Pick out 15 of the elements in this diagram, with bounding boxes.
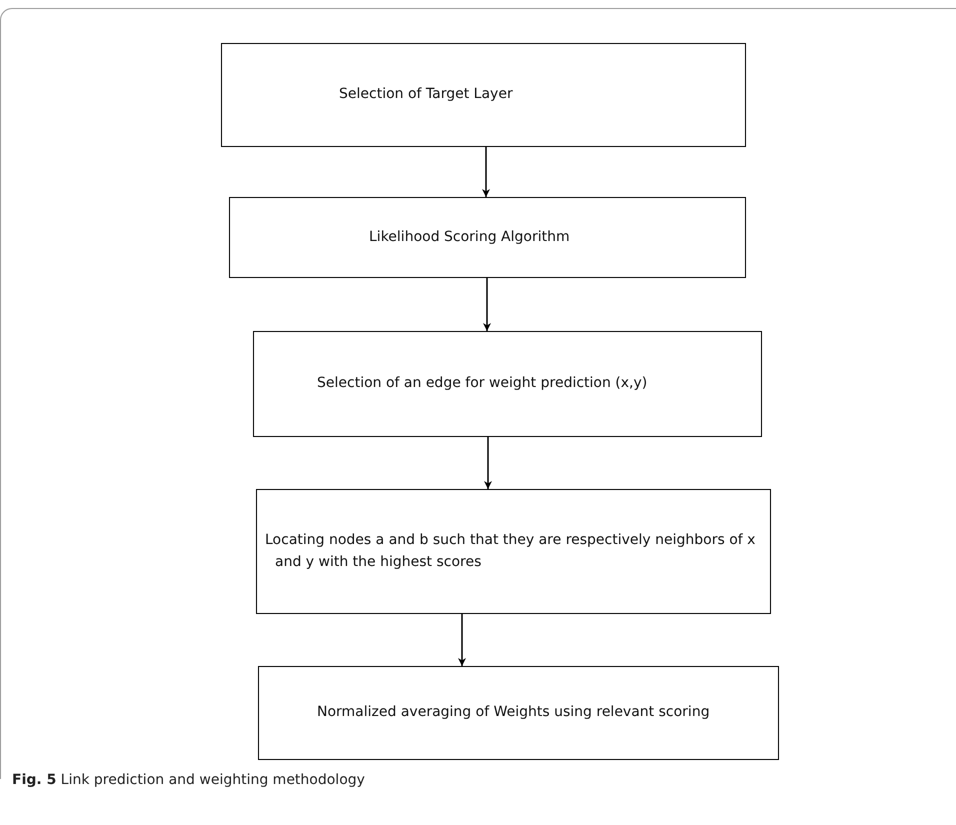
arrow: [482, 147, 490, 197]
box-text: Selection of an edge for weight prediction (x,y): [317, 374, 648, 394]
process-box: [258, 666, 779, 760]
box-text: Likelihood Scoring Algorithm: [369, 228, 570, 247]
arrow: [483, 278, 491, 331]
box-text: Normalized averaging of Weights using relevant scoring: [317, 703, 710, 722]
process-box: [221, 43, 746, 147]
process-box: [256, 489, 771, 614]
process-box: [253, 331, 762, 437]
box-text: Locating nodes a and b such that they are respectively neighbors of x and y with the highest scores: [265, 530, 756, 572]
figure-caption: Fig. 5 Link prediction and weighting methodology: [12, 772, 365, 788]
box-text: Selection of Target Layer: [339, 85, 513, 104]
arrow: [484, 437, 492, 489]
process-box: [229, 197, 746, 278]
arrow: [458, 614, 466, 666]
